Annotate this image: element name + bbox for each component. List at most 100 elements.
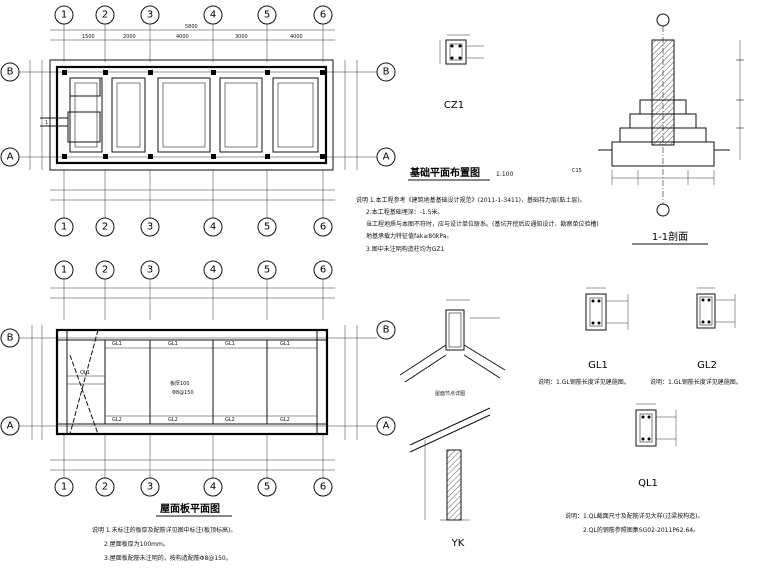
svg-text:4: 4 bbox=[210, 265, 216, 276]
svg-text:2: 2 bbox=[102, 10, 108, 21]
svg-text:5: 5 bbox=[264, 265, 270, 276]
svg-text:6: 6 bbox=[320, 222, 326, 233]
svg-text:2: 2 bbox=[102, 265, 108, 276]
axis-col-1-bottom: 1 bbox=[54, 217, 74, 237]
svg-text:6: 6 bbox=[320, 482, 326, 493]
plan1-top-axes: 1 2 3 4 5 6 bbox=[54, 5, 333, 25]
svg-text:4: 4 bbox=[210, 222, 216, 233]
axis-col-6-bottom: 6 bbox=[313, 217, 333, 237]
svg-text:1: 1 bbox=[61, 265, 67, 276]
plan1-scale: 1:100 bbox=[496, 171, 513, 178]
svg-text:A: A bbox=[7, 421, 14, 432]
svg-text:GL1: GL1 bbox=[225, 341, 235, 347]
svg-text:C15: C15 bbox=[572, 168, 582, 174]
axis-col-3-p2: 3 bbox=[140, 260, 160, 280]
axis-col-5-p2: 5 bbox=[257, 260, 277, 280]
svg-text:1: 1 bbox=[61, 222, 67, 233]
cz1-detail: CZ1 bbox=[439, 34, 484, 111]
section-1-1-label: 1-1剖面 bbox=[652, 230, 688, 243]
svg-text:5: 5 bbox=[264, 482, 270, 493]
axis-col-2: 2 bbox=[95, 5, 115, 25]
axis-col-5-bottom: 5 bbox=[257, 217, 277, 237]
axis-row-a-left: A bbox=[0, 147, 20, 167]
axis-row-a-left-p2: A bbox=[0, 416, 20, 436]
axis-col-2-bottom: 2 bbox=[95, 217, 115, 237]
svg-text:说明 1.本工程参考《建筑地基基础设计规范》(2011-1-: 说明 1.本工程参考《建筑地基基础设计规范》(2011-1-3411)，基础持力… bbox=[356, 196, 586, 204]
svg-text:板厚100: 板厚100 bbox=[170, 380, 190, 387]
svg-text:地基承载力特征值fak≥80kPa。: 地基承载力特征值fak≥80kPa。 bbox=[366, 232, 452, 240]
svg-text:2: 2 bbox=[102, 222, 108, 233]
plan2-title: 屋面板平面图 bbox=[160, 502, 220, 515]
svg-text:说明 1.未标注的板厚及配筋详见图中标注(板顶标高)。: 说明 1.未标注的板厚及配筋详见图中标注(板顶标高)。 bbox=[92, 526, 236, 534]
svg-text:GL2: GL2 bbox=[225, 417, 235, 423]
svg-text:3: 3 bbox=[147, 222, 153, 233]
svg-text:3: 3 bbox=[147, 265, 153, 276]
axis-row-b-left-p2: B bbox=[0, 328, 20, 348]
svg-text:5: 5 bbox=[264, 10, 270, 21]
axis-col-1-p2: 1 bbox=[54, 260, 74, 280]
ql1-label: QL1 bbox=[638, 478, 658, 489]
axis-col-5-p2b: 5 bbox=[257, 477, 277, 497]
svg-text:4000: 4000 bbox=[176, 34, 189, 40]
parapet-detail: 屋面节点详图 bbox=[399, 299, 506, 397]
svg-text:1: 1 bbox=[45, 120, 48, 126]
plan2-notes: 说明 1.未标注的板厚及配筋详见图中标注(板顶标高)。 2.屋面板厚为100mm… bbox=[92, 526, 236, 562]
plan1-notes: 说明 1.本工程参考《建筑地基基础设计规范》(2011-1-3411)，基础持力… bbox=[356, 196, 599, 253]
gl2-detail: GL2 说明：1.GL钢筋长度详见建施图。 bbox=[650, 287, 742, 386]
svg-text:GL2: GL2 bbox=[112, 417, 122, 423]
plan1-title: 基础平面布置图 bbox=[409, 166, 480, 179]
svg-text:Φ8@150: Φ8@150 bbox=[172, 390, 194, 396]
axis-col-3-p2b: 3 bbox=[140, 477, 160, 497]
gl2-label: GL2 bbox=[697, 360, 717, 371]
axis-col-5: 5 bbox=[257, 5, 277, 25]
roof-plan: 1 2 3 4 5 6 B A B A bbox=[0, 260, 396, 497]
svg-text:5: 5 bbox=[264, 222, 270, 233]
axis-col-1: 1 bbox=[54, 5, 74, 25]
svg-text:3.图中未注明构造柱均为GZ1: 3.图中未注明构造柱均为GZ1 bbox=[366, 245, 444, 253]
axis-col-3: 3 bbox=[140, 5, 160, 25]
svg-text:屋面节点详图: 屋面节点详图 bbox=[435, 390, 465, 397]
svg-text:GL1: GL1 bbox=[168, 341, 178, 347]
axis-col-4-bottom: 4 bbox=[203, 217, 223, 237]
plan1-bottom-axes: 1 2 3 4 5 6 bbox=[54, 217, 333, 237]
ql1-detail: QL1 说明：1.QL截面尺寸及配筋详见大样(过梁按构造)。 2.QL的钢筋参照… bbox=[565, 403, 703, 534]
svg-text:3000: 3000 bbox=[235, 34, 248, 40]
svg-text:当工程地质与本图不符时，应与设计单位联系。(基坑开挖后应通知: 当工程地质与本图不符时，应与设计单位联系。(基坑开挖后应通知设计、勘察单位验槽) bbox=[366, 220, 599, 228]
plan2-top-axes: 1 2 3 4 5 6 bbox=[54, 260, 333, 280]
plan2-bottom-axes: 1 2 3 4 5 6 bbox=[54, 477, 333, 497]
svg-text:A: A bbox=[7, 152, 14, 163]
svg-text:1: 1 bbox=[61, 10, 67, 21]
svg-text:2.QL的钢筋参照图集SG02-2011P62.64。: 2.QL的钢筋参照图集SG02-2011P62.64。 bbox=[583, 526, 699, 534]
yk-label: YK bbox=[451, 538, 465, 549]
svg-text:GL1: GL1 bbox=[280, 341, 290, 347]
svg-text:B: B bbox=[7, 333, 14, 344]
svg-text:说明：1.GL钢筋长度详见建施图。: 说明：1.GL钢筋长度详见建施图。 bbox=[650, 378, 742, 386]
axis-col-6-p2b: 6 bbox=[313, 477, 333, 497]
gl1-detail: GL1 说明：1.GL钢筋长度详见建施图。 bbox=[538, 287, 630, 386]
svg-text:GL1: GL1 bbox=[112, 341, 122, 347]
svg-text:2.本工程基础埋深：-1.5米。: 2.本工程基础埋深：-1.5米。 bbox=[366, 208, 443, 216]
axis-col-6-p2: 6 bbox=[313, 260, 333, 280]
svg-text:2000: 2000 bbox=[123, 34, 136, 40]
svg-text:说明：1.GL钢筋长度详见建施图。: 说明：1.GL钢筋长度详见建施图。 bbox=[538, 378, 630, 386]
svg-text:GL2: GL2 bbox=[280, 417, 290, 423]
axis-col-4-p2: 4 bbox=[203, 260, 223, 280]
svg-text:3.屋面板配筋未注明的，按构造配筋Φ8@150。: 3.屋面板配筋未注明的，按构造配筋Φ8@150。 bbox=[104, 554, 232, 562]
svg-text:5800: 5800 bbox=[185, 24, 198, 30]
svg-text:3: 3 bbox=[147, 10, 153, 21]
axis-col-2-p2: 2 bbox=[95, 260, 115, 280]
svg-text:B: B bbox=[383, 67, 390, 78]
axis-col-4-p2b: 4 bbox=[203, 477, 223, 497]
svg-text:1: 1 bbox=[61, 482, 67, 493]
yk-detail: YK bbox=[409, 407, 491, 549]
axis-row-a-right: A bbox=[376, 147, 396, 167]
svg-text:3: 3 bbox=[147, 482, 153, 493]
cz1-label: CZ1 bbox=[444, 100, 464, 111]
svg-text:B: B bbox=[383, 325, 390, 336]
section-1-1: C15 1-1剖面 bbox=[572, 13, 744, 245]
svg-text:4000: 4000 bbox=[290, 34, 303, 40]
svg-text:6: 6 bbox=[320, 265, 326, 276]
svg-text:2.屋面板厚为100mm。: 2.屋面板厚为100mm。 bbox=[104, 540, 169, 548]
axis-row-a-right-p2: A bbox=[376, 416, 396, 436]
svg-text:A: A bbox=[383, 152, 390, 163]
